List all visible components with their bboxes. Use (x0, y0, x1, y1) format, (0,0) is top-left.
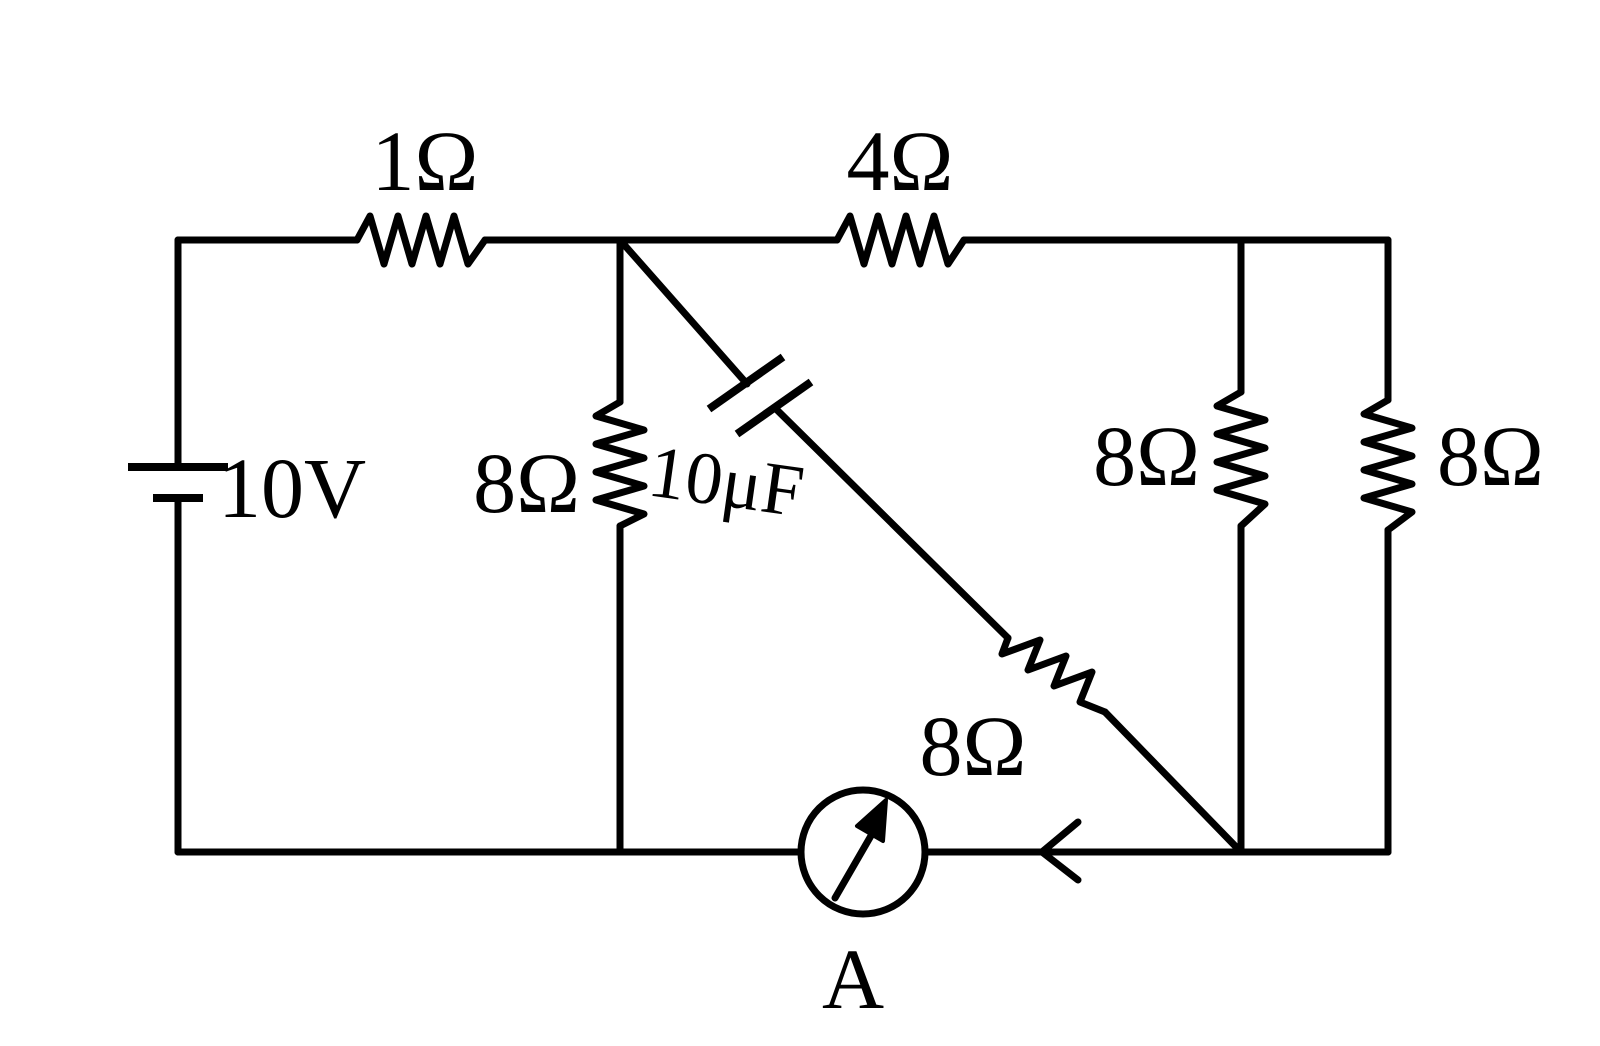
resistor-4ohm (833, 212, 968, 268)
resistor-8ohm-middle (592, 398, 648, 530)
ammeter-needle-arrowhead (855, 798, 888, 843)
ammeter-symbol (797, 786, 929, 918)
capacitor-plate-1 (706, 353, 786, 413)
capacitor-plate-2 (734, 378, 814, 438)
resistor-8ohm-right-outer (1360, 396, 1416, 534)
label-battery-voltage: 10V (218, 440, 366, 536)
label-4ohm: 4Ω (847, 113, 954, 209)
label-capacitance: 10μF (644, 431, 809, 534)
label-ammeter: A (822, 931, 884, 1027)
wire-diagonal-top (616, 236, 751, 388)
capacitor-symbol (706, 353, 814, 438)
wire-diagonal-middle (771, 404, 1012, 642)
battery-symbol (128, 463, 228, 502)
label-8ohm-right-outer: 8Ω (1437, 408, 1544, 504)
wire-diagonal-bottom (1101, 708, 1245, 856)
label-1ohm: 1Ω (372, 113, 479, 209)
resistor-8ohm-right-inner (1213, 388, 1269, 530)
label-8ohm-right-inner: 8Ω (1093, 408, 1200, 504)
label-8ohm-diagonal: 8Ω (920, 698, 1027, 794)
label-8ohm-middle: 8Ω (473, 435, 580, 531)
resistor-8ohm-diagonal (998, 634, 1109, 716)
current-direction-arrow (1038, 818, 1082, 884)
resistor-1ohm (353, 212, 489, 268)
ammeter-needle (831, 830, 876, 902)
wires (174, 236, 1392, 856)
